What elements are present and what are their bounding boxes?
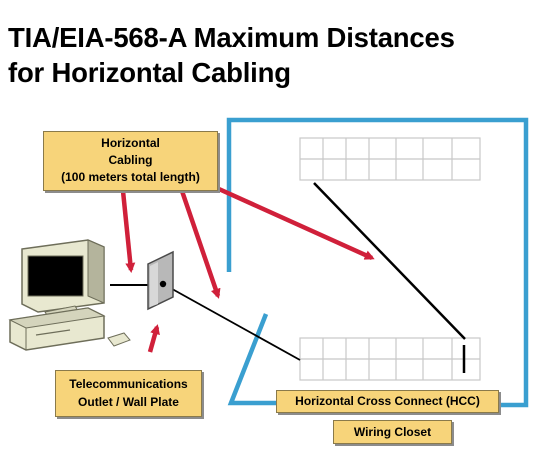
outlet-label: Telecommunications Outlet / Wall Plate — [55, 370, 202, 417]
horizontal-cabling-line-1: Horizontal — [101, 136, 160, 150]
wall-plate-icon — [147, 250, 174, 311]
patch-panel-bottom — [299, 337, 481, 381]
arrow-to-pc-cable — [120, 190, 136, 273]
arrow-to-patch-cord — [209, 182, 375, 261]
title-line-1: TIA/EIA-568-A Maximum Distances — [8, 22, 455, 53]
red-arrows — [120, 182, 375, 353]
outlet-line-1: Telecommunications — [69, 377, 188, 391]
page-title: TIA/EIA-568-A Maximum Distances for Hori… — [8, 20, 538, 90]
arrow-to-wall-run — [179, 190, 221, 299]
hcc-label: Horizontal Cross Connect (HCC) — [276, 390, 499, 413]
arrow-to-outlet — [147, 324, 160, 353]
desktop-computer-icon — [8, 239, 131, 351]
wiring-closet-walls — [226, 117, 529, 408]
horizontal-cable — [164, 284, 301, 361]
wiring-closet-text: Wiring Closet — [353, 425, 432, 439]
closet-wall-main — [226, 117, 529, 408]
horizontal-cabling-line-2: Cabling — [108, 153, 153, 167]
title-line-2: for Horizontal Cabling — [8, 57, 291, 88]
patch-cord — [313, 182, 466, 340]
patch-panel-top — [299, 137, 481, 181]
wiring-closet-label: Wiring Closet — [333, 420, 452, 444]
hcc-text: Horizontal Cross Connect (HCC) — [295, 394, 480, 408]
closet-wall-left — [227, 313, 277, 406]
outlet-line-2: Outlet / Wall Plate — [78, 395, 179, 409]
horizontal-cabling-line-3: (100 meters total length) — [61, 170, 200, 184]
cables — [110, 182, 466, 373]
horizontal-cabling-label: Horizontal Cabling (100 meters total len… — [43, 131, 218, 191]
